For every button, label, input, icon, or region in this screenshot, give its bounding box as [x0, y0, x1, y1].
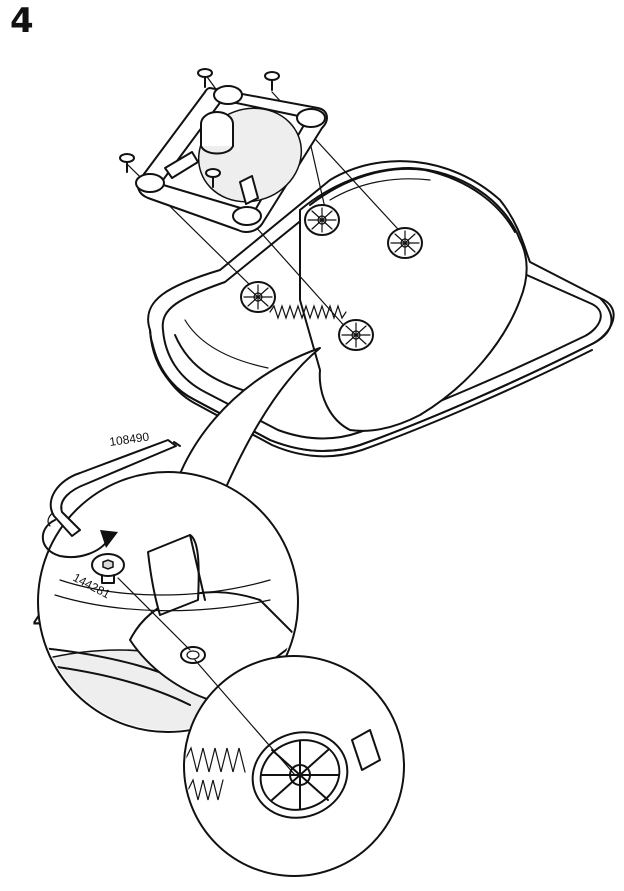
spring-icon: [269, 304, 347, 320]
detail-callout-wheel: [183, 655, 405, 877]
wheel-mount-icon: [240, 204, 423, 351]
base-plate-icon: [135, 85, 328, 233]
allen-key-code: 108490: [108, 429, 150, 448]
screw-icon: [119, 68, 280, 188]
allen-key-icon: 108490: [49, 429, 181, 537]
step-number: 4: [10, 1, 34, 41]
screw-icon: [91, 553, 125, 584]
